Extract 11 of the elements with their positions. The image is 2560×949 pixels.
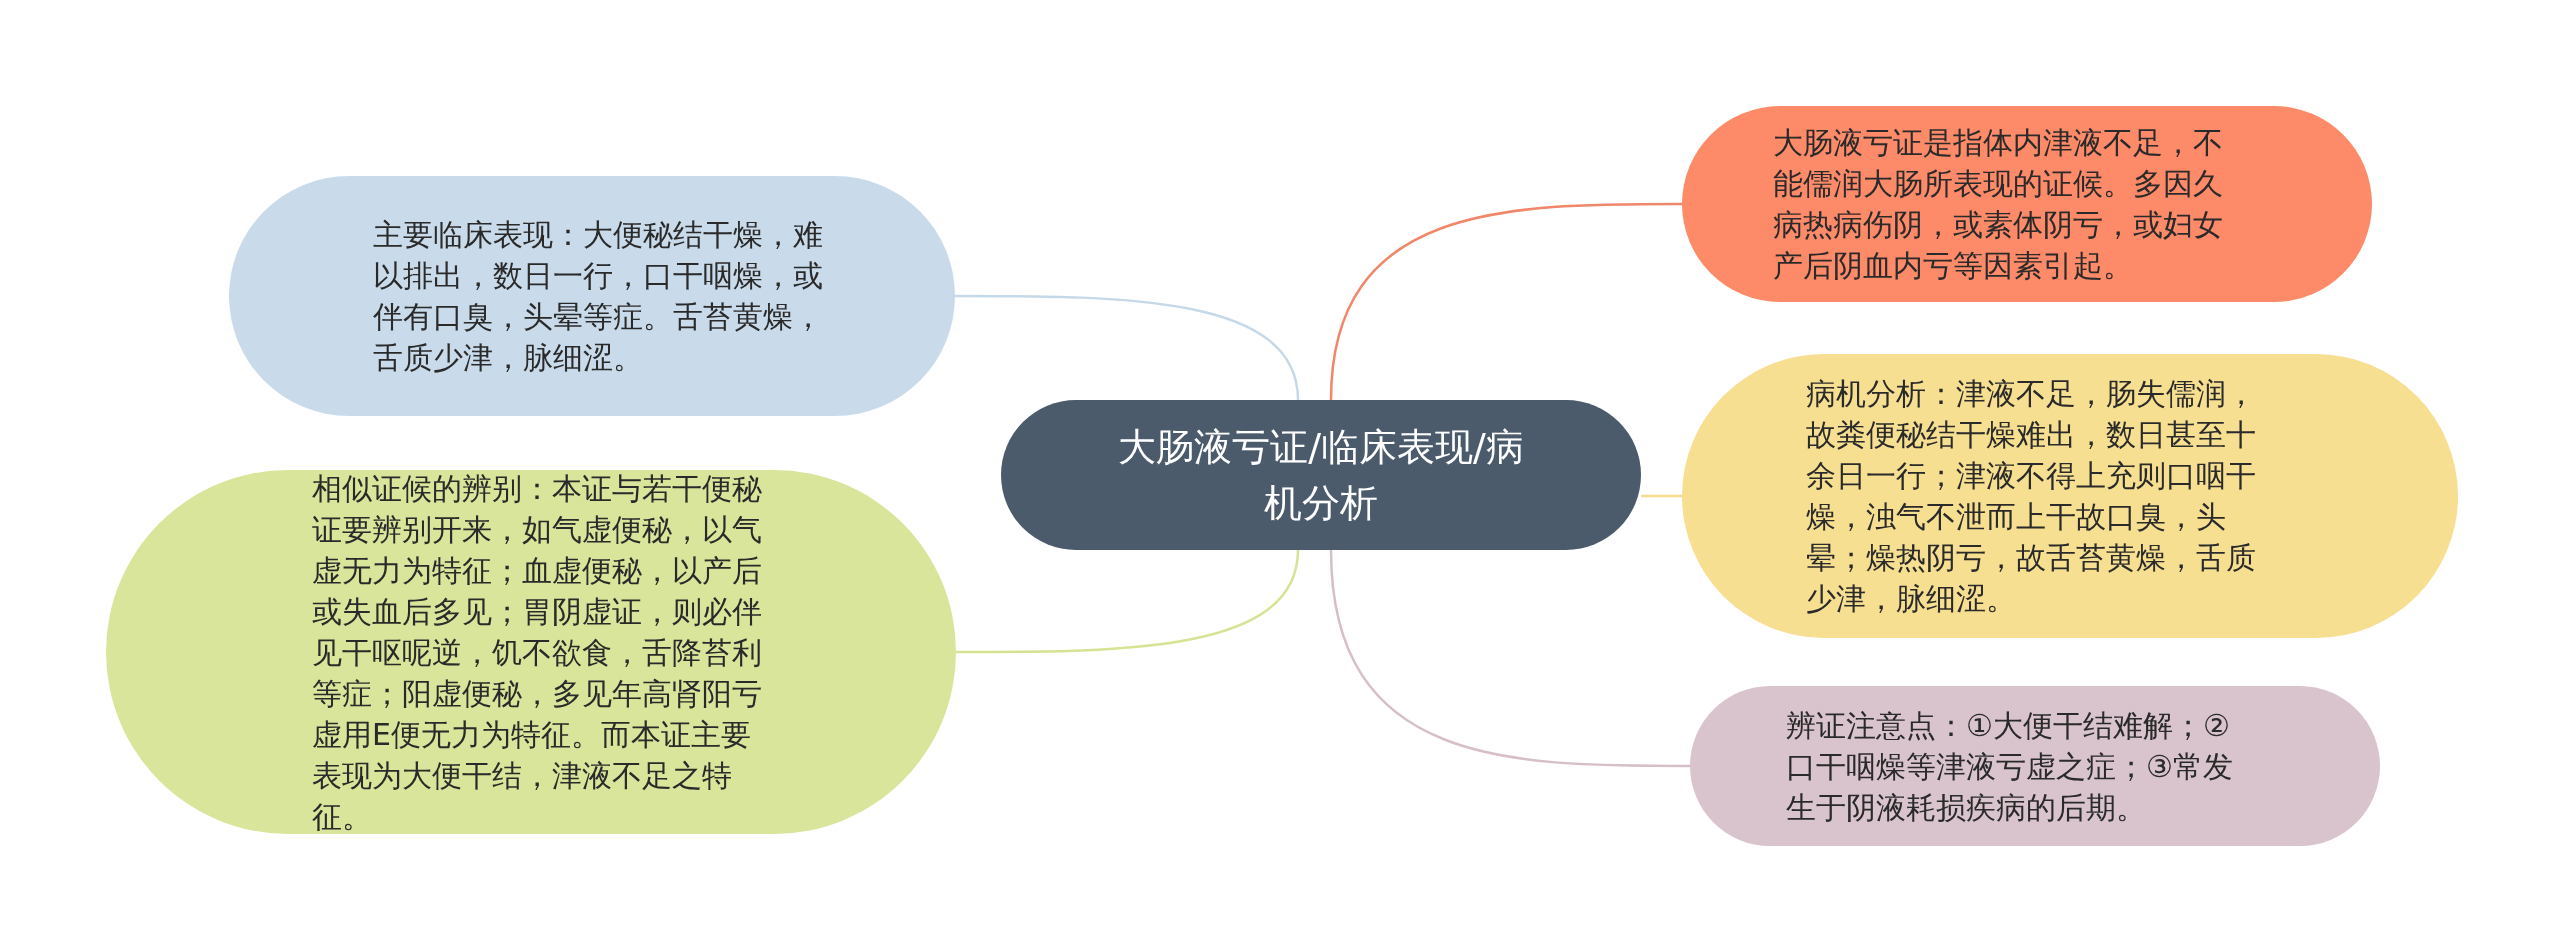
topic-text: 相似证候的辨别：本证与若干便秘证要辨别开来，如气虚便秘，以气虚无力为特征；血虚便秘，以产后或失血后多见；胃阴虚证，则必伴见干呕呢逆，饥不欲食，舌降苔利等症；阳虚便秘，多见年高肾阳亏虚用E便无力为特征。而本证主要表现为大便干结，津液不足之特征。 (312, 469, 763, 836)
topic-text: 主要临床表现：大便秘结干燥，难以排出，数日一行，口干咽燥，或伴有口臭，头晕等症。舌苔黄燥，舌质少津，脉细涩。 (373, 216, 824, 377)
topic-text: 大肠液亏证是指体内津液不足，不能儒润大肠所表现的证候。多因久病热病伤阴，或素体阴亏，或妇女产后阴血内亏等因素引起。 (1773, 124, 2224, 285)
connector-line (1641, 494, 1682, 498)
connector-line (956, 549, 1300, 654)
topic-text: 辨证注意点：①大便干结难解；②口干咽燥等津液亏虚之症；③常发生于阴液耗损疾病的后期。 (1786, 706, 2234, 827)
connector-line (1329, 202, 1682, 401)
connector-line (1329, 549, 1690, 768)
topic-text: 病机分析：津液不足，肠失儒润，故粪便秘结干燥难出，数日甚至十余日一行；津液不得上充则口咽干燥，浊气不泄而上干故口臭，头晕；燥热阴亏，故舌苔黄燥，舌质少津，脉细涩。 (1806, 375, 2257, 618)
connector-line (955, 294, 1300, 401)
central-topic-text: 大肠液亏证/临床表现/病机分析 (1117, 424, 1525, 527)
